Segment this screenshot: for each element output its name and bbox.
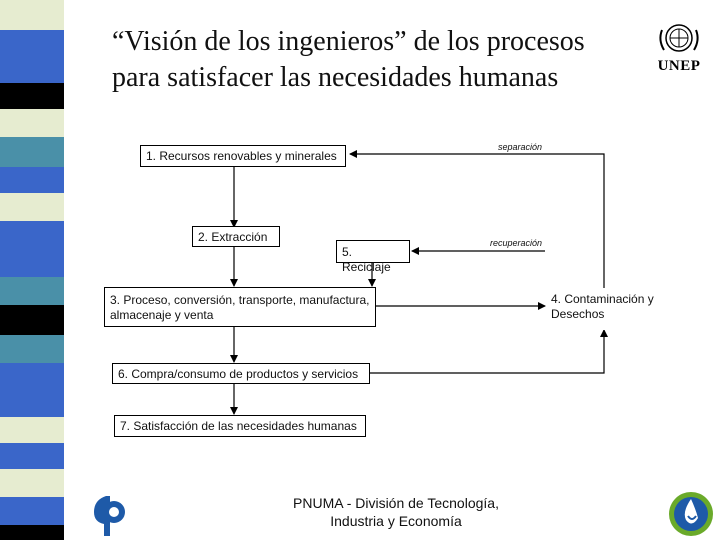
node-3-processing: 3. Proceso, conversión, transporte, manu… [104,287,376,327]
stripe-block [0,247,64,277]
node-4-pollution: 4. Contaminación y Desechos [546,288,664,330]
node-5-recycling: 5. Reciclaje [336,240,410,274]
edge-label-separacion: separación [498,142,543,152]
stripe-block [0,0,64,30]
stripe-block [0,417,64,443]
stripe-block [0,30,64,58]
stripe-block [0,277,64,305]
edge-label-recuperacion: recuperación [490,238,543,248]
ietc-logo-icon [94,496,125,536]
stripe-block [0,109,64,137]
stripe-block [0,469,64,497]
edge-6-to-4 [370,329,608,374]
footer-line-1: PNUMA - División de Tecnología, [293,495,499,511]
stripe-block [0,363,64,389]
edge-4-to-1 [349,150,605,288]
stripe-block [0,193,64,221]
node-7-satisfaction: 7. Satisfacción de las necesidades human… [114,415,366,437]
node-1-resources: 1. Recursos renovables y minerales [140,145,346,167]
slide-title: “Visión de los ingenieros” de los proces… [112,24,652,96]
stripe-block [0,525,64,540]
stripe-block [0,58,64,83]
stripe-block [0,497,64,525]
stripe-block [0,305,64,335]
stripe-block [0,221,64,247]
stripe-block [0,335,64,363]
globe-drop-logo-icon [669,492,713,536]
footer-text: PNUMA - División de Tecnología, Industri… [268,494,524,530]
node-6-purchase: 6. Compra/consumo de productos y servici… [112,363,370,384]
stripe-block [0,389,64,417]
stripe-block [0,443,64,469]
stripe-block [0,137,64,167]
unep-logo-text: UNEP [657,58,701,74]
node-2-extraction: 2. Extracción [192,226,280,247]
footer-line-2: Industria y Economía [330,513,462,529]
edge-4-to-5 [410,252,545,295]
un-emblem-icon [659,24,699,52]
decorative-stripe [0,0,64,540]
stripe-block [0,83,64,109]
title-line-1: “Visión de los ingenieros” de los proces… [112,26,585,57]
stripe-block [0,167,64,193]
title-line-2: para satisfacer las necesidades humanas [112,62,559,93]
